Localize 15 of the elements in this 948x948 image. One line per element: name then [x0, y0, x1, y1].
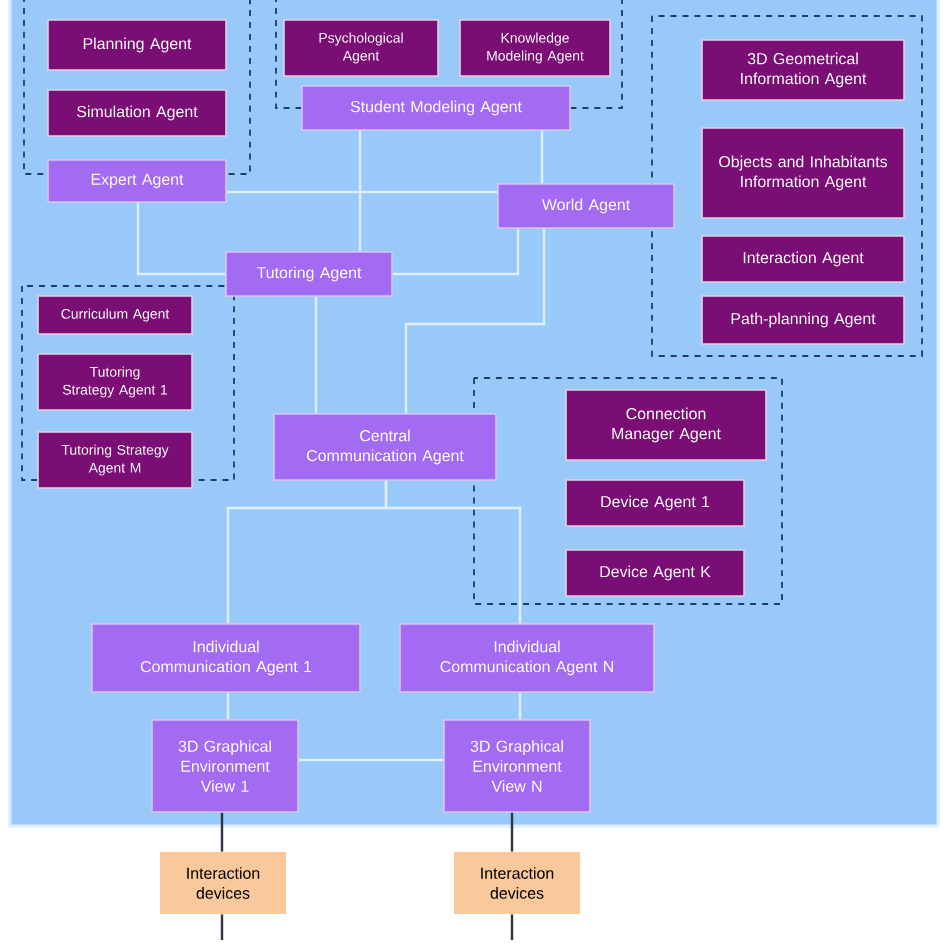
connector-line	[220, 812, 224, 852]
connector-line	[226, 692, 230, 720]
connector-line	[226, 190, 498, 194]
connector-line	[298, 758, 444, 762]
connector-line	[518, 692, 522, 720]
connector-line	[510, 812, 514, 852]
connector-line	[404, 228, 546, 414]
connector-line	[384, 480, 522, 624]
connector-line	[540, 130, 544, 184]
connector-line	[220, 914, 224, 940]
connector-line	[392, 228, 520, 276]
connector-line	[136, 202, 226, 276]
connector-line	[358, 130, 362, 252]
connector-line	[314, 296, 318, 414]
connector-line	[510, 914, 514, 940]
